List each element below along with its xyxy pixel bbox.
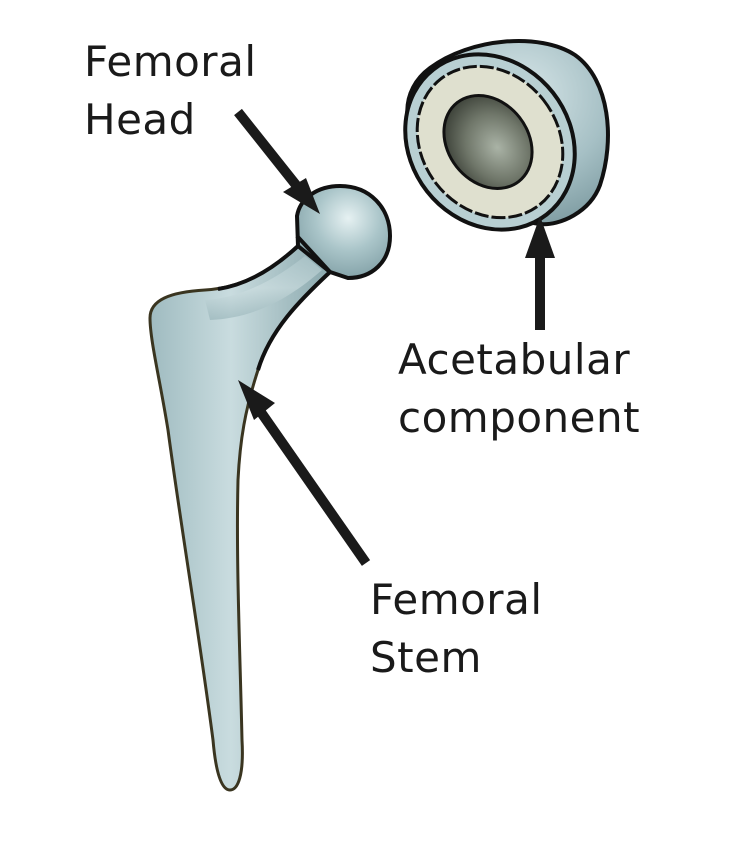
arrow-femoral-head xyxy=(234,108,320,214)
label-acetabular-line2: component xyxy=(398,393,641,442)
arrow-femoral-stem xyxy=(238,380,371,566)
label-acetabular-component: Acetabular component xyxy=(398,334,640,444)
label-femoral-head: Femoral Head xyxy=(84,36,256,146)
femoral-stem xyxy=(148,244,333,792)
label-femoral-head-line1: Femoral xyxy=(84,37,257,86)
acetabular-component xyxy=(403,39,610,232)
arrow-acetabular xyxy=(525,216,555,330)
label-acetabular-line1: Acetabular xyxy=(398,335,631,384)
label-femoral-head-line2: Head xyxy=(84,95,196,144)
label-femoral-stem: Femoral Stem xyxy=(370,574,542,684)
label-femoral-stem-line1: Femoral xyxy=(370,575,543,624)
label-femoral-stem-line2: Stem xyxy=(370,633,482,682)
